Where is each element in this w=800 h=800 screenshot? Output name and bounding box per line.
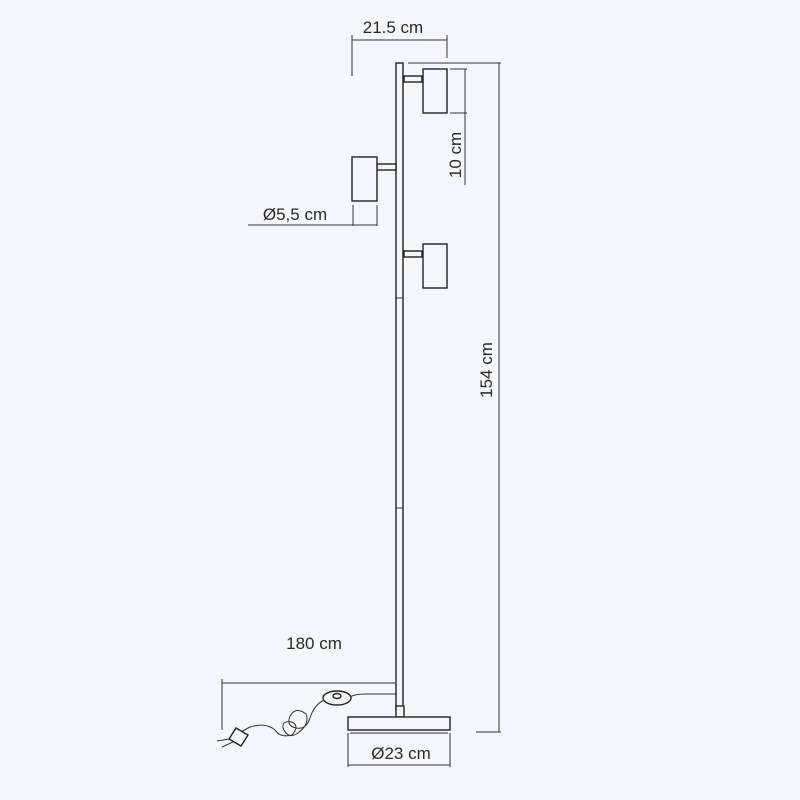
dimension-arm-reach: 21.5 cm [351,18,448,76]
head-diameter-label: Ø5,5 cm [263,205,327,224]
lamp-head-top [403,68,448,114]
dimension-cable-length: 180 cm [221,634,395,730]
lamp-head-middle [351,156,397,202]
cable-length-label: 180 cm [286,634,342,653]
head-height-label: 10 cm [446,132,465,178]
dimension-head-height: 10 cm [446,68,467,185]
dimension-head-diameter: Ø5,5 cm [248,205,378,226]
lamp-head-bottom [403,243,448,289]
power-cord [216,690,396,748]
total-height-label: 154 cm [477,342,496,398]
arm-reach-label: 21.5 cm [363,18,423,37]
dimension-total-height: 154 cm [408,62,501,733]
lamp-base [347,716,451,734]
lamp-pole [395,62,405,718]
dimension-base-diameter: Ø23 cm [347,733,451,767]
base-diameter-label: Ø23 cm [371,744,431,763]
plug-icon [216,727,249,748]
